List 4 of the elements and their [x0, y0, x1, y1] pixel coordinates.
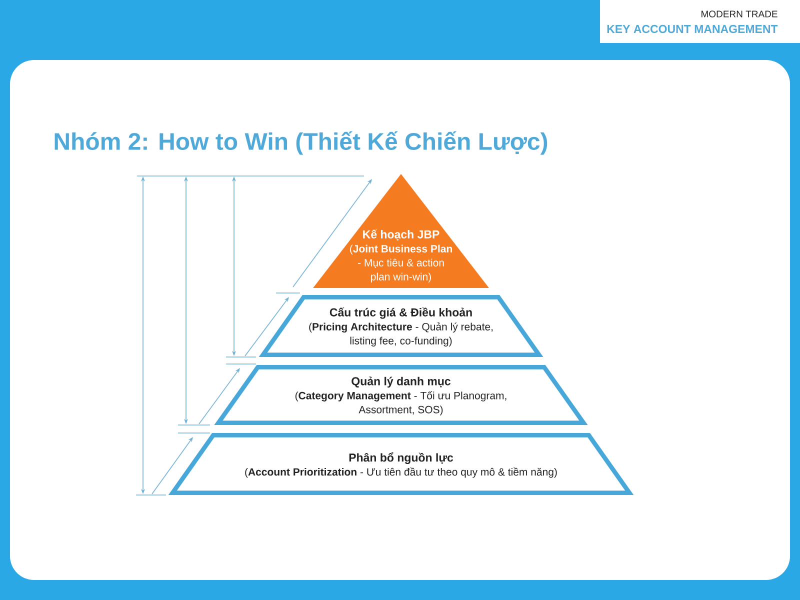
header-label: KEY ACCOUNT MANAGEMENT — [607, 24, 778, 34]
header-label: MODERN TRADE — [702, 10, 778, 18]
title: Nhóm 2: How to Win (Thiết Kế Chiến Lược) — [54, 131, 548, 155]
pyramid-tip: Kế hoạch JBP (Joint Business Plan - Mục tiêu & action plan win-win) — [313, 174, 489, 288]
